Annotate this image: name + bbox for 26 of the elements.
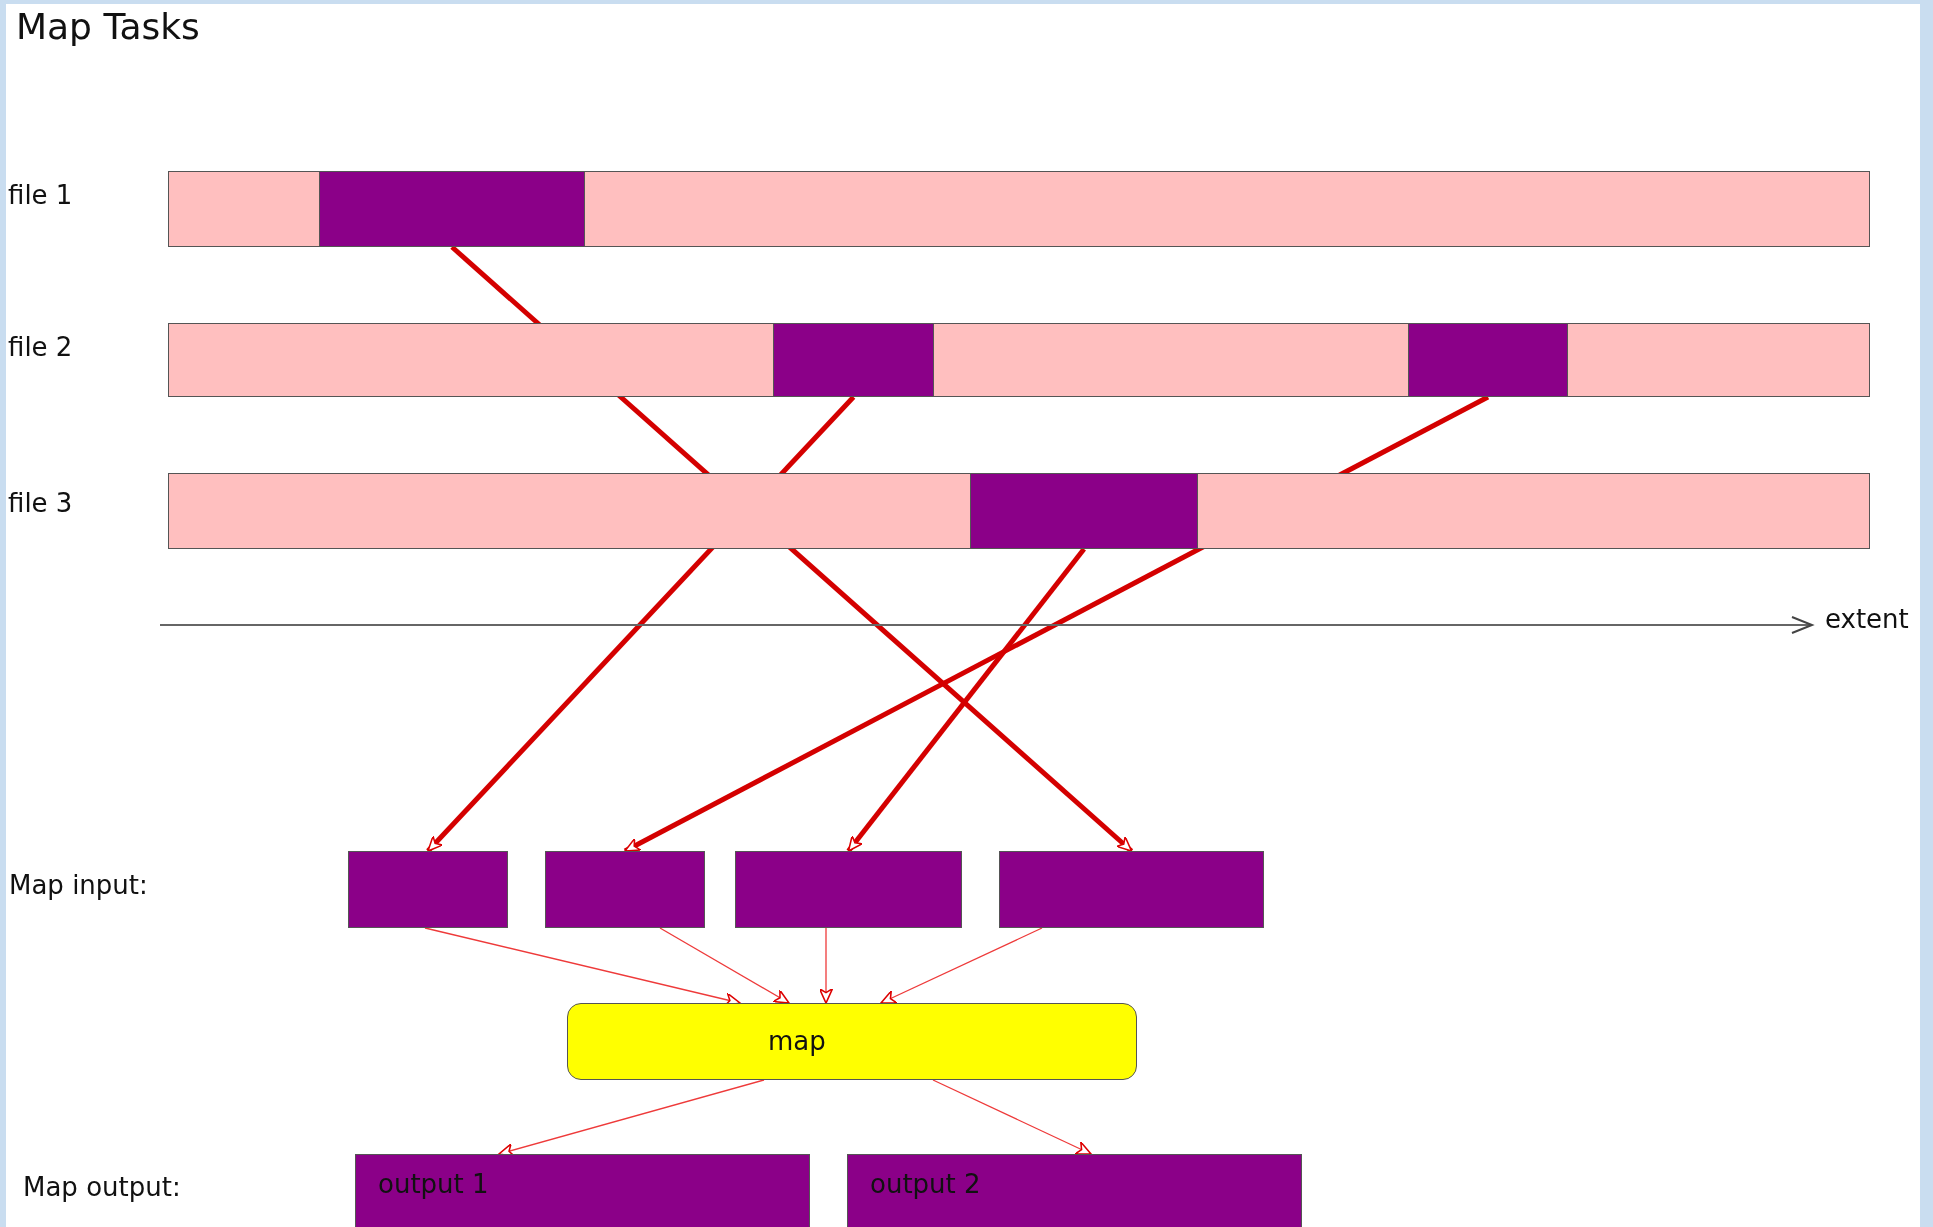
arrow [818,927,834,1004]
block [545,851,705,928]
box-label: output 1 [378,1169,489,1199]
output-box [355,1154,810,1227]
text-label: Map output: [23,1172,181,1202]
box-label: output 2 [870,1169,981,1199]
block [348,851,508,928]
output-box [847,1154,1302,1227]
file-label: file 3 [8,488,73,518]
block [970,473,1198,549]
block [773,323,934,397]
box-label: map [768,1026,826,1056]
map-box [567,1003,1137,1080]
file-label: file 1 [8,180,73,210]
block [999,851,1264,928]
arrow [880,927,1043,1004]
block [735,851,962,928]
text-label: extent [1825,604,1909,634]
block [319,171,585,247]
diagram-title: Map Tasks [16,6,200,47]
text-label: Map input: [9,870,148,900]
arrow [932,1079,1092,1155]
arrow [846,547,1086,853]
arrow [659,927,790,1004]
block [1408,323,1568,397]
file-label: file 2 [8,332,73,362]
